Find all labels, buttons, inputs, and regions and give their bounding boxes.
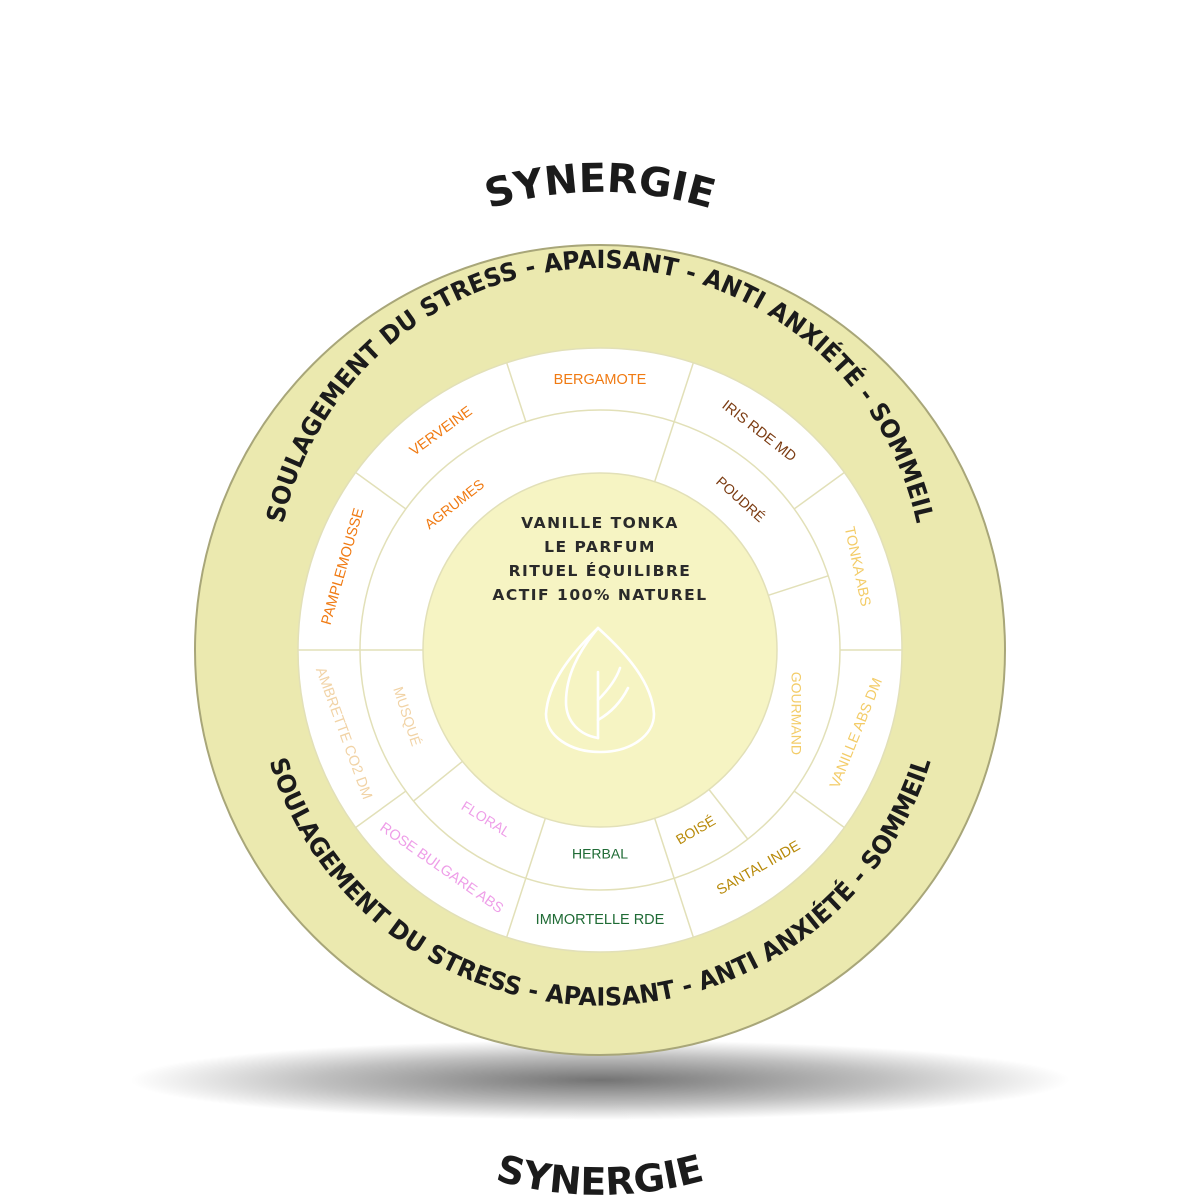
segment-divider	[525, 818, 547, 879]
segment-divider	[653, 818, 675, 879]
segment-divider	[768, 575, 829, 597]
wheel-dividers	[298, 362, 902, 938]
segment-divider	[653, 421, 675, 482]
segment-divider	[355, 790, 407, 829]
family-label-2: GOURMAND	[788, 672, 804, 755]
drop-shadow	[130, 1040, 1070, 1120]
segment-divider	[708, 789, 749, 840]
ingredient-label-0: BERGAMOTE	[554, 372, 647, 388]
center-text: VANILLE TONKA LE PARFUM RITUEL ÉQUILIBRE…	[492, 514, 707, 604]
segment-divider	[505, 878, 527, 938]
synergie-title-bottom: SYNERGIE	[492, 1146, 707, 1200]
center-line-2: LE PARFUM	[544, 538, 656, 556]
center-line-1: VANILLE TONKA	[521, 514, 679, 532]
segment-divider	[505, 362, 527, 422]
family-label-4: HERBAL	[572, 846, 628, 862]
center-line-3: RITUEL ÉQUILIBRE	[509, 561, 692, 580]
segment-divider	[355, 471, 407, 510]
segment-divider	[793, 790, 845, 829]
segment-divider	[673, 878, 695, 938]
ingredient-label-5: IMMORTELLE RDE	[536, 912, 665, 928]
leaf-logo-icon	[544, 626, 656, 754]
segment-divider	[673, 362, 695, 422]
segment-divider	[413, 760, 463, 802]
segment-divider	[793, 471, 845, 510]
synergie-title-top: SYNERGIE	[480, 156, 720, 218]
center-line-4: ACTIF 100% NATUREL	[492, 586, 707, 604]
